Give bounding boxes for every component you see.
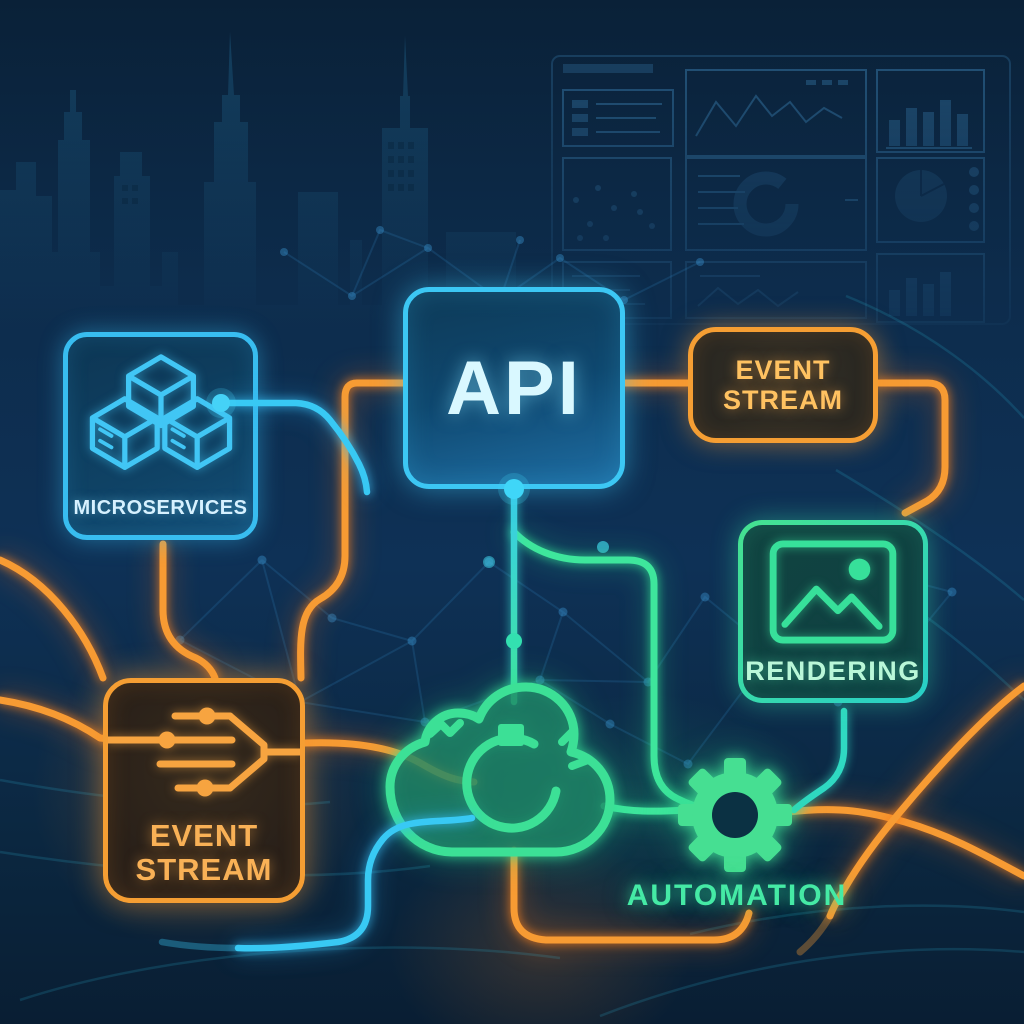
image-icon — [769, 540, 897, 644]
node-rendering-label: RENDERING — [745, 656, 921, 686]
wire-node-dot — [506, 633, 522, 649]
cubes-3d-icon — [89, 354, 232, 470]
node-automation-label: AUTOMATION — [626, 879, 848, 912]
cloud-out-wire-fade — [158, 938, 242, 952]
stream-merge-icon — [108, 707, 300, 797]
dashboard-wireframes-icon — [551, 55, 1011, 325]
gear-icon — [678, 758, 792, 872]
node-event-stream-bottom: EVENT STREAM — [103, 678, 305, 903]
node-event-stream-top: EVENT STREAM — [688, 327, 878, 443]
cloud-sync-icon — [385, 682, 615, 857]
building-windows — [122, 142, 414, 204]
node-api-label: API — [446, 345, 582, 431]
node-microservices-label: MICROSERVICES — [73, 497, 248, 519]
node-microservices: MICROSERVICES — [63, 332, 258, 540]
node-event-stream-top-label: EVENT STREAM — [723, 354, 843, 415]
node-rendering: RENDERING — [738, 520, 928, 703]
node-event-stream-bottom-label: EVENT STREAM — [135, 818, 273, 888]
city-skyline-icon — [0, 32, 540, 330]
node-api: API — [403, 287, 625, 489]
